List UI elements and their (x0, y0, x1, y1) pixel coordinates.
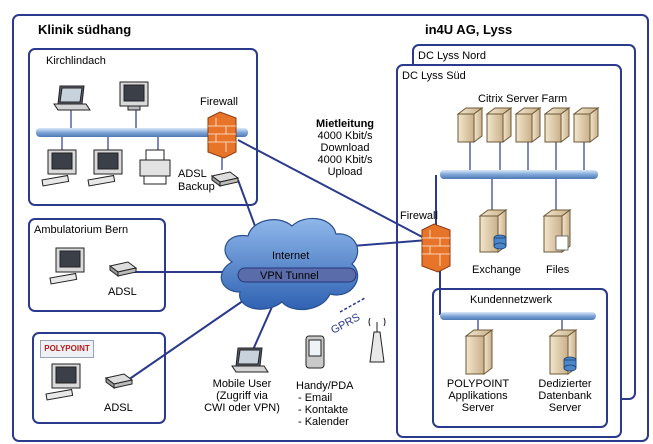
db-line-1: Dedizierter (538, 378, 592, 390)
server-icon (514, 107, 542, 143)
server-icon (543, 107, 571, 143)
adsl-amb-label: ADSL (108, 286, 137, 298)
speed-line-4: Upload (327, 166, 363, 178)
pp-line-1: POLYPOINT (446, 378, 510, 390)
citrix-label: Citrix Server Farm (478, 93, 568, 105)
server-icon (456, 107, 484, 143)
internet-label: Internet (272, 250, 310, 262)
monitor-icon (41, 149, 77, 187)
firewall-right-icon (421, 223, 451, 273)
mietleitung-text: Mietleitung 4000 Kbit/s Download 4000 Kb… (300, 118, 390, 178)
monitor-icon (45, 363, 81, 401)
printer-icon (139, 149, 171, 185)
antenna-icon (368, 317, 386, 363)
laptop-icon (231, 347, 269, 373)
firewall-left-icon (207, 111, 237, 159)
site-ambulatorium (28, 218, 166, 312)
polypoint-server-text: POLYPOINT Applikations Server (440, 378, 516, 414)
adsl-pp-label: ADSL (104, 402, 133, 414)
lan-bus-kirchlindach (36, 128, 248, 137)
mobile-line-1: Mobile User (212, 378, 272, 390)
kundennetzwerk-box (432, 288, 608, 428)
citrix-servers (456, 107, 600, 143)
pp-line-2: Applikations (448, 390, 508, 402)
db-line-3: Server (548, 402, 582, 414)
vpn-tunnel-label: VPN Tunnel (260, 270, 319, 282)
polypoint-server-icon (464, 329, 494, 375)
pp-line-3: Server (461, 402, 495, 414)
monitor-icon (87, 149, 123, 187)
site-ambulatorium-label: Ambulatorium Bern (34, 224, 129, 236)
db-line-2: Datenbank (538, 390, 592, 402)
polypoint-logo: POLYPOINT (40, 340, 94, 358)
speed-line-2: Download (320, 142, 370, 154)
lan-bus-kunden (440, 312, 596, 320)
title-in4u: in4U AG, Lyss (425, 22, 513, 37)
handy-line-4: - Kalender (298, 416, 349, 428)
monitor-icon (119, 81, 149, 111)
exchange-label: Exchange (472, 264, 521, 276)
firewall-left-label: Firewall (200, 96, 238, 108)
dc-sued-label: DC Lyss Süd (402, 70, 466, 82)
monitor-icon (49, 247, 85, 285)
site-kirchlindach-label: Kirchlindach (46, 55, 106, 67)
adsl-modem-icon (210, 171, 240, 187)
adsl-backup-label-2: Backup (178, 181, 215, 193)
laptop-icon (53, 85, 91, 111)
speed-line-3: 4000 Kbit/s (317, 154, 373, 166)
title-klinik: Klinik südhang (38, 22, 132, 37)
speed-line-1: 4000 Kbit/s (317, 130, 373, 142)
mietleitung-title: Mietleitung (315, 118, 375, 130)
server-icon (572, 107, 600, 143)
polypoint-client-link (127, 295, 251, 381)
mobile-line-2: (Zugriff via (216, 390, 268, 402)
vpn-tunnel (237, 267, 357, 283)
db-server-text: Dedizierter Datenbank Server (530, 378, 600, 414)
pda-icon (305, 335, 325, 369)
handy-line-2: - Email (298, 392, 333, 404)
lan-bus-citrix (440, 170, 598, 179)
mietleitung-link (237, 139, 429, 241)
internet-cloud (220, 217, 359, 311)
mobile-link (251, 299, 276, 353)
mobile-line-3: CWI oder VPN) (204, 402, 280, 414)
handy-line-3: - Kontakte (298, 404, 349, 416)
kundennetzwerk-label: Kundennetzwerk (470, 294, 552, 306)
adsl-modem-icon (108, 261, 138, 277)
firewall-right-label: Firewall (400, 210, 438, 222)
adsl-modem-icon (104, 373, 134, 389)
files-label: Files (546, 264, 570, 276)
handy-line-1: Handy/PDA (296, 380, 354, 392)
handy-text: Handy/PDA - Email - Kontakte - Kalender (296, 380, 353, 428)
mobile-user-text: Mobile User (Zugriff via CWI oder VPN) (196, 378, 288, 414)
polypoint-logo-text: POLYPOINT (44, 344, 90, 353)
server-icon (485, 107, 513, 143)
dc-nord-label: DC Lyss Nord (418, 50, 487, 62)
adsl-backup-label-1: ADSL (178, 168, 207, 180)
